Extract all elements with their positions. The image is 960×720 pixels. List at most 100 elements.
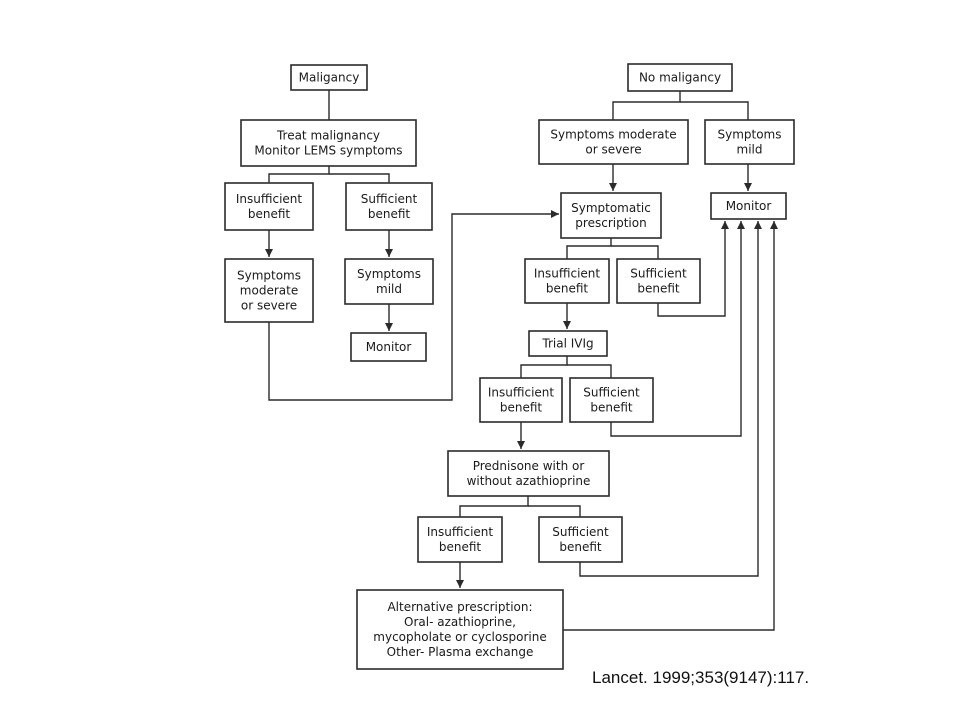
node-label: moderate	[240, 284, 298, 298]
node-label: Trial IVIg	[541, 337, 593, 351]
node-label: benefit	[546, 282, 589, 296]
node-box	[538, 119, 689, 165]
line-connector	[329, 173, 390, 183]
node-label: Maligancy	[299, 71, 360, 85]
node-l-monitor: Monitor	[350, 332, 427, 362]
node-label: or severe	[241, 299, 297, 313]
node-label: Sufficient	[630, 267, 687, 281]
node-box	[479, 377, 563, 423]
node-label: without azathioprine	[467, 474, 591, 488]
node-box	[528, 330, 608, 357]
node-label: Symptoms	[717, 128, 781, 142]
node-label: No maligancy	[639, 71, 721, 85]
node-label: Symptoms moderate	[550, 128, 676, 142]
line-connector	[520, 356, 568, 378]
node-label: Monitor	[726, 199, 772, 213]
node-label: benefit	[439, 540, 482, 554]
node-label: or severe	[585, 143, 641, 157]
node-maligancy: Maligancy	[290, 64, 368, 91]
node-box	[290, 64, 368, 91]
line-connector	[528, 505, 581, 517]
node-label: Monitor LEMS symptoms	[254, 144, 402, 158]
citation: Lancet. 1999;353(9147):117.	[592, 668, 810, 687]
node-box	[704, 119, 795, 165]
node-ivig: Trial IVIg	[528, 330, 608, 357]
node-label: mycopholate or cyclosporine	[373, 630, 546, 644]
node-box	[240, 119, 417, 167]
node-label: Alternative prescription:	[387, 600, 532, 614]
node-box	[447, 450, 610, 497]
connectors	[265, 90, 778, 631]
node-box	[524, 258, 610, 304]
node-label: Other- Plasma exchange	[387, 645, 534, 659]
line-connector	[268, 166, 330, 183]
node-label: Symptoms	[357, 267, 421, 281]
node-label: Sufficient	[361, 192, 418, 206]
node-label: benefit	[637, 282, 680, 296]
node-label: benefit	[248, 207, 291, 221]
node-label: Treat malignancy	[276, 129, 380, 143]
arrow-connector	[563, 221, 778, 631]
node-box	[616, 258, 701, 304]
line-connector	[566, 238, 612, 259]
node-box	[344, 258, 434, 305]
node-label: Insufficient	[236, 192, 303, 206]
node-label: Oral- azathioprine,	[404, 615, 516, 629]
node-box	[224, 182, 314, 231]
node-label: benefit	[590, 401, 633, 415]
line-connector	[612, 91, 681, 120]
node-box	[350, 332, 427, 362]
node-box	[345, 182, 433, 231]
line-connector	[680, 101, 749, 120]
line-connector	[567, 364, 612, 378]
node-label: benefit	[368, 207, 411, 221]
node-label: Insufficient	[488, 386, 555, 400]
node-box	[710, 192, 787, 220]
arrow-connector	[610, 221, 745, 437]
node-label: Prednisone with or	[473, 459, 585, 473]
node-box	[560, 192, 662, 239]
node-box	[417, 516, 503, 563]
node-box	[627, 63, 733, 92]
node-label: Sufficient	[583, 386, 640, 400]
node-box	[569, 377, 654, 423]
node-label: benefit	[559, 540, 602, 554]
node-box	[538, 516, 623, 563]
node-no-maligancy: No maligancy	[627, 63, 733, 92]
node-label: Sufficient	[552, 525, 609, 539]
node-label: mild	[737, 143, 763, 157]
arrow-connector	[268, 210, 559, 401]
arrow-connector	[657, 221, 729, 317]
node-box	[356, 589, 564, 670]
node-label: Monitor	[366, 340, 412, 354]
line-connector	[459, 496, 529, 517]
arrow-connector	[579, 221, 762, 577]
node-label: prescription	[575, 216, 646, 230]
node-label: Symptoms	[237, 269, 301, 283]
node-label: Insufficient	[534, 267, 601, 281]
node-label: Symptomatic	[571, 201, 651, 215]
node-alternative: Alternative prescription:Oral- azathiopr…	[356, 589, 564, 670]
node-box	[224, 258, 314, 323]
node-label: Insufficient	[427, 525, 494, 539]
node-label: mild	[376, 282, 402, 296]
node-label: benefit	[500, 401, 543, 415]
line-connector	[611, 245, 659, 259]
